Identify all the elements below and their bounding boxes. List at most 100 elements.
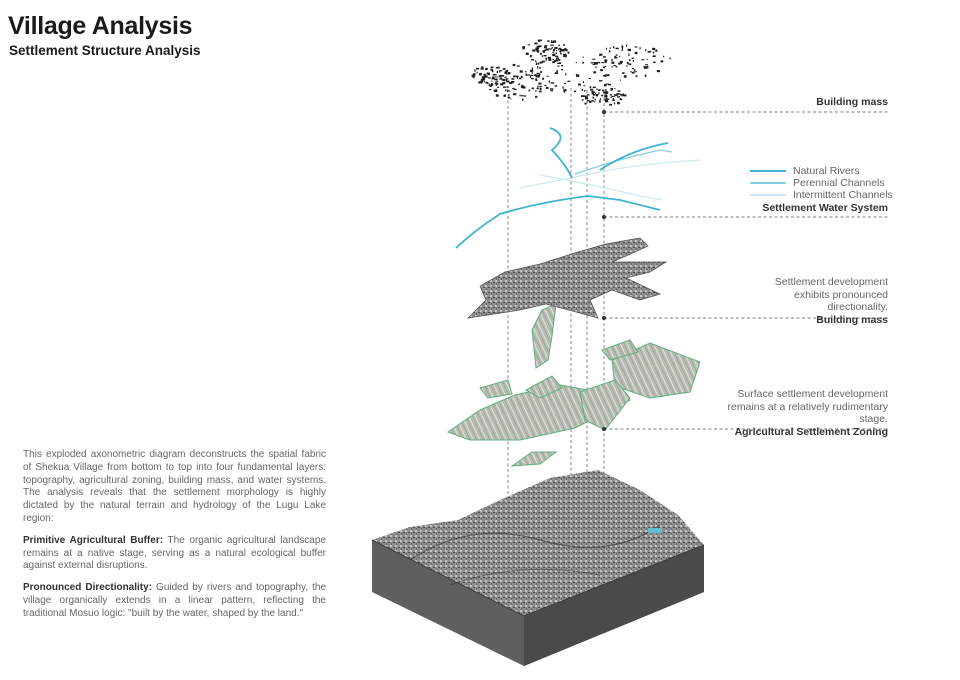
building-footprint xyxy=(492,76,495,79)
building-footprint xyxy=(599,98,601,101)
building-footprint xyxy=(507,96,511,99)
building-footprint xyxy=(581,95,585,97)
building-footprint xyxy=(564,55,567,58)
building-footprint xyxy=(605,47,608,50)
building-footprint xyxy=(611,59,613,62)
building-footprint xyxy=(529,55,532,58)
building-footprint xyxy=(643,66,647,69)
building-footprint xyxy=(601,89,605,92)
building-footprint xyxy=(552,59,555,61)
building-footprint xyxy=(539,87,542,91)
building-footprint xyxy=(525,71,527,73)
building-footprint xyxy=(621,45,624,48)
building-footprint xyxy=(560,64,564,67)
building-footprint xyxy=(663,55,665,58)
building-footprint xyxy=(527,44,531,46)
building-footprint xyxy=(544,45,548,46)
building-footprint xyxy=(528,89,531,92)
building-footprint xyxy=(558,47,562,50)
building-footprint xyxy=(609,103,612,106)
building-footprint xyxy=(551,47,553,49)
building-footprint xyxy=(488,77,491,79)
building-footprint xyxy=(612,98,614,100)
building-footprint xyxy=(542,50,544,53)
building-footprint xyxy=(538,40,541,42)
building-footprint xyxy=(633,71,637,73)
building-footprint xyxy=(593,71,597,74)
building-footprint xyxy=(557,65,560,67)
building-footprint xyxy=(539,85,542,87)
building-footprint xyxy=(567,80,571,82)
building-footprint xyxy=(561,49,565,52)
building-footprint xyxy=(549,88,554,90)
building-footprint xyxy=(557,62,560,64)
building-footprint xyxy=(596,62,598,65)
building-footprint xyxy=(647,51,651,53)
building-footprint xyxy=(590,62,595,64)
building-footprint xyxy=(619,93,623,96)
page-title: Village Analysis xyxy=(8,12,193,40)
building-footprint xyxy=(560,52,562,55)
building-footprint xyxy=(607,83,611,86)
building-footprint xyxy=(626,65,628,67)
building-footprint xyxy=(626,44,628,47)
building-footprint xyxy=(495,94,499,97)
water-system-layer xyxy=(455,127,701,249)
leader-dots xyxy=(602,110,606,431)
building-footprint xyxy=(520,85,524,89)
building-footprint xyxy=(619,55,621,58)
building-footprint xyxy=(508,93,510,96)
building-footprint xyxy=(599,80,603,82)
building-footprint xyxy=(552,40,557,43)
building-footprint xyxy=(605,98,607,100)
building-footprint xyxy=(653,61,656,63)
building-footprint xyxy=(491,80,493,82)
legend-swatches xyxy=(750,170,786,196)
building-footprint xyxy=(480,78,483,81)
building-footprint xyxy=(481,76,485,79)
building-footprint xyxy=(504,76,507,78)
building-footprint xyxy=(600,69,603,72)
label-agricultural-zoning: Surface settlement development remains a… xyxy=(708,388,888,438)
building-footprint xyxy=(540,52,542,55)
building-footprint xyxy=(487,72,490,76)
building-footprint xyxy=(613,65,616,66)
building-footprint xyxy=(550,44,554,46)
building-footprint xyxy=(631,67,634,70)
building-footprint xyxy=(591,91,595,93)
building-footprint xyxy=(516,65,520,67)
building-footprint xyxy=(548,58,552,61)
description-point-2: Pronounced Directionality: Guided by riv… xyxy=(23,582,327,619)
building-footprint xyxy=(550,82,554,84)
building-footprint xyxy=(645,64,649,66)
building-footprint xyxy=(562,48,565,51)
building-footprint xyxy=(582,81,584,84)
building-footprint xyxy=(592,94,596,96)
building-footprint xyxy=(660,60,664,63)
building-footprint xyxy=(652,55,656,57)
building-footprint xyxy=(561,49,563,52)
building-footprint xyxy=(554,47,558,50)
building-footprint xyxy=(497,86,500,88)
building-footprint xyxy=(605,96,608,98)
building-footprint xyxy=(508,90,511,92)
building-footprint xyxy=(494,78,498,81)
building-footprint xyxy=(612,46,615,49)
building-footprint xyxy=(609,94,613,96)
building-footprint xyxy=(495,83,498,86)
building-footprint xyxy=(490,66,493,69)
building-footprint xyxy=(472,76,475,79)
building-footprint xyxy=(516,77,518,79)
building-footprint xyxy=(581,88,583,91)
building-footprint xyxy=(518,83,521,85)
building-footprint xyxy=(499,70,503,72)
description-intro: This exploded axonometric diagram decons… xyxy=(23,449,326,524)
building-footprint xyxy=(621,47,623,50)
building-footprint xyxy=(476,71,478,74)
building-footprint xyxy=(596,88,598,90)
building-footprint xyxy=(473,73,476,75)
building-footprint xyxy=(576,74,580,77)
building-footprint xyxy=(562,53,567,56)
building-footprint xyxy=(489,89,492,91)
building-footprint xyxy=(510,98,512,100)
